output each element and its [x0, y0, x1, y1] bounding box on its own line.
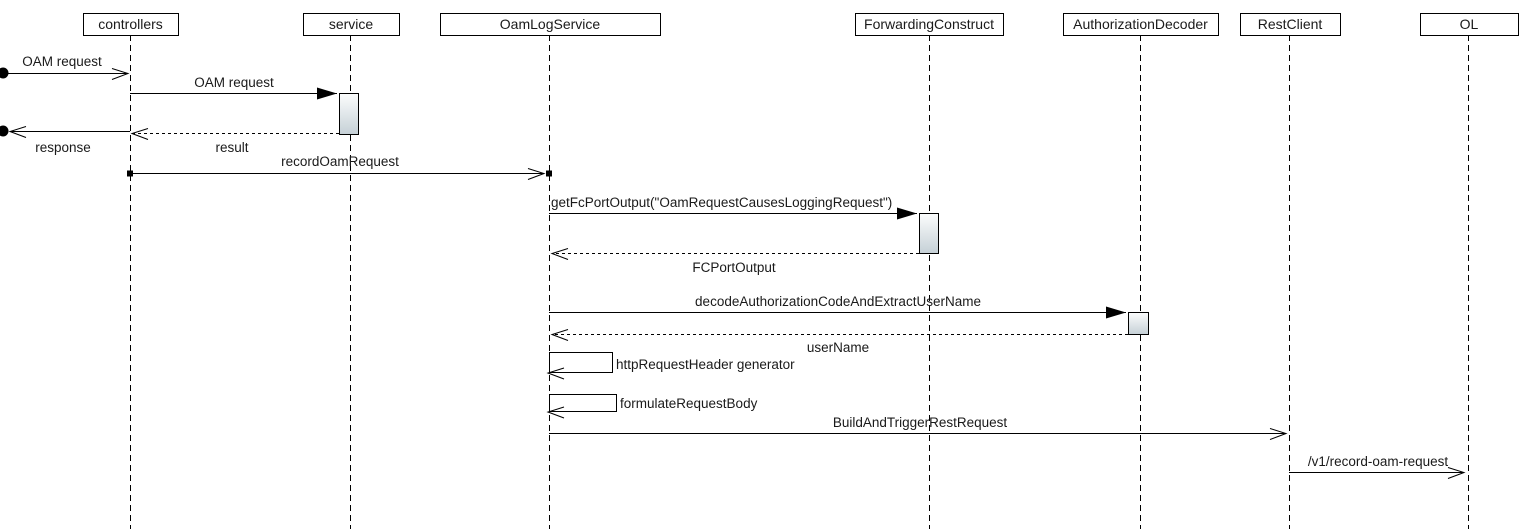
activation-bar — [339, 93, 359, 135]
activation-bar — [919, 213, 939, 254]
filled-arrowhead-icon — [897, 207, 917, 220]
participant-box — [303, 13, 400, 36]
participant-label: OL — [1460, 16, 1479, 32]
message-oam-request: OAM request — [130, 75, 337, 100]
message-label: getFcPortOutput("OamRequestCausesLogging… — [551, 195, 892, 210]
activation-bar — [1128, 312, 1149, 335]
open-arrowhead-icon — [111, 68, 130, 80]
message-label: BuildAndTriggerRestRequest — [833, 415, 1008, 430]
self-message-httprequestheader-generator: httpRequestHeader generator — [546, 352, 795, 380]
message-response: response — [8, 126, 130, 155]
participant-label: controllers — [98, 16, 163, 32]
participant-box — [1240, 13, 1341, 36]
message-endpoint-circle — [0, 125, 9, 137]
participant-box — [440, 13, 661, 36]
message-label: /v1/record-oam-request — [1308, 454, 1449, 469]
open-arrowhead-icon — [8, 126, 27, 138]
open-arrowhead-icon — [550, 329, 569, 341]
participant-service: service — [303, 13, 400, 36]
participant-oamlogservice: OamLogService — [440, 13, 661, 36]
message-label: result — [215, 140, 248, 155]
open-arrowhead-icon — [527, 168, 546, 180]
message-username: userName — [550, 329, 1128, 355]
message-recordoamrequest: recordOamRequest — [127, 154, 552, 180]
participant-ol: OL — [1420, 13, 1519, 36]
participant-forwardingconstruct: ForwardingConstruct — [855, 13, 1004, 36]
self-message-label: httpRequestHeader generator — [616, 357, 795, 372]
participant-label: ForwardingConstruct — [864, 16, 994, 32]
message-label: OAM request — [194, 75, 274, 90]
message-fcportoutput: FCPortOutput — [550, 248, 919, 275]
message-end-square — [546, 170, 552, 177]
message-label: OAM request — [22, 54, 102, 69]
open-arrowhead-icon — [1447, 467, 1466, 479]
open-arrowhead-icon — [130, 128, 149, 140]
message-v1-record-oam-request: /v1/record-oam-request — [1289, 454, 1466, 479]
message-label: response — [35, 140, 91, 155]
message-end-square — [127, 170, 133, 177]
open-arrowhead-icon — [546, 367, 565, 380]
message-oam-request: OAM request — [8, 54, 130, 80]
self-message-loop — [549, 394, 617, 412]
open-arrowhead-icon — [550, 248, 569, 260]
message-label: recordOamRequest — [281, 154, 399, 169]
participant-label: AuthorizationDecoder — [1073, 16, 1208, 32]
participant-box — [855, 13, 1004, 36]
message-decodeauthorizationcodeandextractusername: decodeAuthorizationCodeAndExtractUserNam… — [549, 294, 1126, 319]
participant-controllers: controllers — [83, 13, 179, 36]
participant-label: RestClient — [1258, 16, 1323, 32]
message-result: result — [130, 128, 339, 155]
participant-label: OamLogService — [500, 16, 601, 32]
participant-authorizationdecoder: AuthorizationDecoder — [1063, 13, 1219, 36]
participant-label: service — [329, 16, 374, 32]
message-label: userName — [807, 340, 869, 355]
message-getfcportoutput-oamrequestcausesloggingrequest: getFcPortOutput("OamRequestCausesLogging… — [549, 195, 917, 220]
participant-box — [1063, 13, 1219, 36]
filled-arrowhead-icon — [1106, 306, 1126, 319]
self-message-label: formulateRequestBody — [620, 396, 758, 411]
message-label: decodeAuthorizationCodeAndExtractUserNam… — [695, 294, 981, 309]
self-message-loop — [549, 352, 613, 373]
participant-box — [1420, 13, 1519, 36]
self-message-formulaterequestbody: formulateRequestBody — [546, 394, 758, 419]
participant-restclient: RestClient — [1240, 13, 1341, 36]
message-buildandtriggerrestrequest: BuildAndTriggerRestRequest — [549, 415, 1288, 440]
filled-arrowhead-icon — [317, 87, 337, 100]
open-arrowhead-icon — [546, 406, 565, 419]
open-arrowhead-icon — [1269, 428, 1288, 440]
participant-box — [83, 13, 179, 36]
message-label: FCPortOutput — [692, 260, 776, 275]
message-endpoint-circle — [0, 67, 9, 79]
